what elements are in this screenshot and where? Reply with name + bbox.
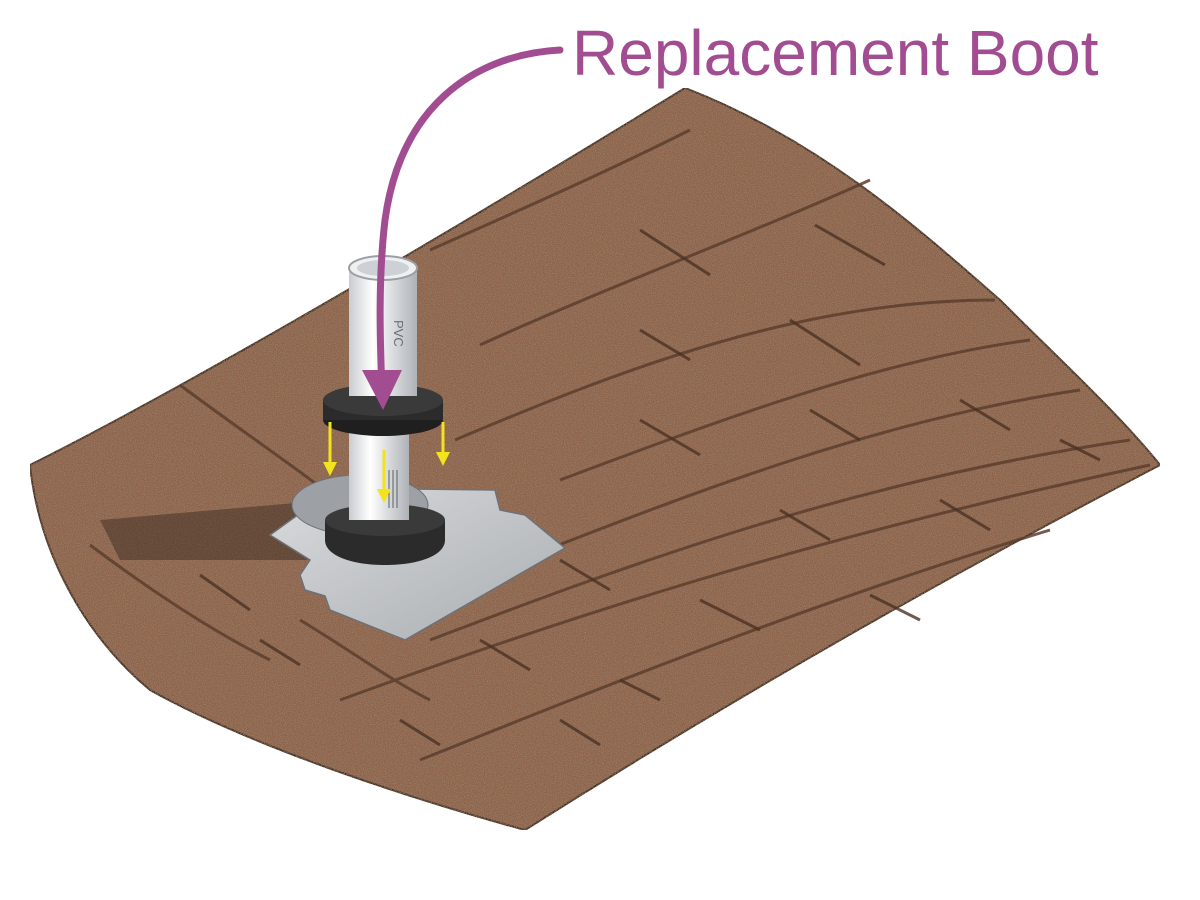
arrow-down-center (377, 450, 391, 503)
callout-label: Replacement Boot (572, 17, 1099, 89)
callout-arrow (376, 46, 564, 396)
roof-deck (28, 86, 1162, 832)
shingle-roof-surface (28, 86, 1162, 832)
shingle-course-lines (89, 128, 1151, 762)
arrow-down-left (323, 422, 337, 476)
shingle-tab-cutouts (199, 223, 1101, 747)
callout: Replacement Boot (362, 17, 1099, 410)
install-direction-arrows (323, 422, 450, 503)
pipe-print-text: PVC (391, 320, 406, 347)
replacement-boot: PVC (323, 255, 450, 565)
callout-arrowhead (362, 370, 402, 410)
boot-shadow (100, 500, 345, 560)
arrow-down-right (436, 422, 450, 466)
pipe-lower (349, 425, 409, 520)
